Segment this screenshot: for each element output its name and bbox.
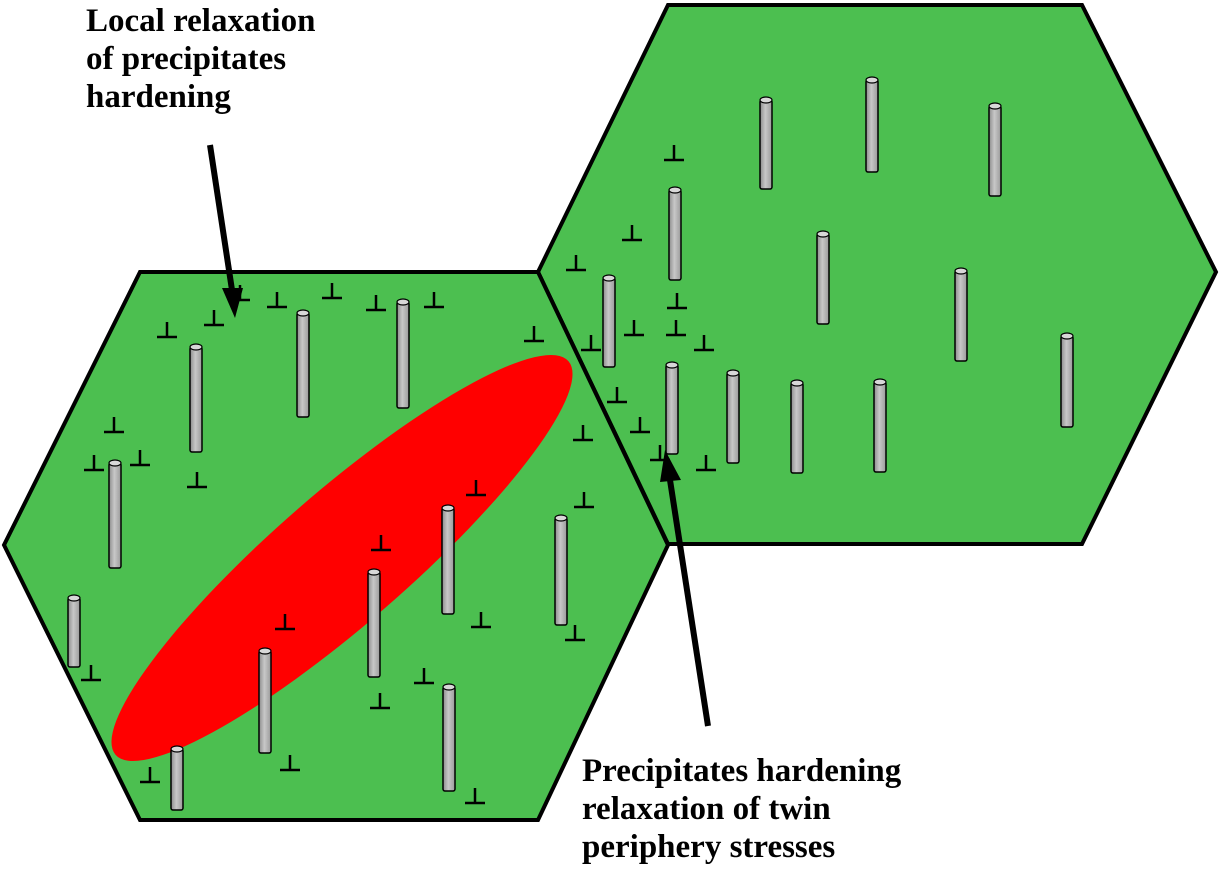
dislocation-symbol: [664, 145, 684, 162]
dislocation-symbol: [424, 292, 444, 309]
dislocation-symbol: [471, 612, 491, 629]
dislocation-symbol: [81, 665, 101, 682]
precipitate-rod: [873, 378, 887, 473]
dislocation-symbol: [624, 320, 644, 337]
dislocation-symbol: [573, 425, 593, 442]
dislocation-symbol: [104, 417, 124, 434]
dislocation-symbol: [622, 225, 642, 242]
dislocation-symbol: [581, 335, 601, 352]
dislocation-symbol: [370, 693, 390, 710]
dislocation-symbol: [574, 492, 594, 509]
precipitate-rod: [367, 568, 381, 678]
dislocation-symbol: [465, 788, 485, 805]
dislocation-symbol: [414, 668, 434, 685]
precipitate-rod: [602, 274, 616, 368]
precipitate-rod: [790, 379, 804, 474]
precipitate-rod: [396, 298, 410, 409]
annotation-line: Local relaxation: [86, 3, 316, 39]
dislocation-symbol: [187, 472, 207, 489]
precipitate-rod: [108, 459, 122, 569]
precipitate-rod: [665, 361, 679, 455]
dislocation-symbol: [630, 417, 650, 434]
precipitate-rod: [726, 369, 740, 464]
dislocation-symbol: [140, 767, 160, 784]
precipitate-rod: [988, 102, 1002, 197]
annotation-line: relaxation of twin: [582, 791, 831, 827]
dislocation-symbol: [84, 455, 104, 472]
precipitate-rod: [170, 745, 184, 811]
dislocation-symbol: [566, 255, 586, 272]
dislocation-symbol: [466, 480, 486, 497]
dislocation-symbol: [275, 614, 295, 631]
annotation-local-relaxation: Local relaxation of precipitates hardeni…: [86, 2, 315, 116]
annotation-line: periphery stresses: [582, 829, 836, 865]
dislocation-symbol: [565, 625, 585, 642]
dislocation-symbol: [204, 310, 224, 327]
arrow-bottom: [660, 450, 711, 727]
precipitate-rod: [954, 267, 968, 362]
precipitate-rod: [759, 96, 773, 190]
dislocation-symbol: [694, 335, 714, 352]
precipitate-rod: [441, 504, 455, 615]
dislocation-symbol: [524, 326, 544, 343]
annotation-line: Precipitates hardening: [582, 753, 902, 789]
precipitate-rod: [442, 683, 456, 792]
dislocation-symbol: [130, 450, 150, 467]
annotation-line: of precipitates: [86, 41, 287, 77]
precipitate-rod: [67, 594, 81, 668]
precipitate-rod: [1060, 332, 1074, 428]
dislocation-symbol: [366, 295, 386, 312]
dislocation-symbol: [666, 320, 686, 337]
dislocation-symbol: [157, 322, 177, 339]
annotation-twin-periphery: Precipitates hardening relaxation of twi…: [582, 752, 901, 866]
twin-ellipse: [111, 354, 573, 762]
precipitate-rod: [816, 230, 830, 325]
dislocation-symbol: [322, 283, 342, 300]
precipitate-rod: [189, 343, 203, 453]
annotation-line: hardening: [86, 79, 231, 115]
dislocation-symbol: [371, 535, 391, 552]
precipitate-rod: [296, 309, 310, 418]
arrow-top: [207, 144, 243, 318]
dislocation-symbol: [667, 293, 687, 310]
dislocation-symbol: [607, 387, 627, 404]
precipitate-rod: [668, 186, 682, 281]
precipitate-rod: [258, 647, 272, 754]
precipitate-rod: [554, 514, 568, 626]
dislocation-symbol: [267, 292, 287, 309]
dislocation-symbol: [696, 455, 716, 472]
dislocation-symbol: [280, 755, 300, 772]
precipitate-rod: [865, 76, 879, 173]
